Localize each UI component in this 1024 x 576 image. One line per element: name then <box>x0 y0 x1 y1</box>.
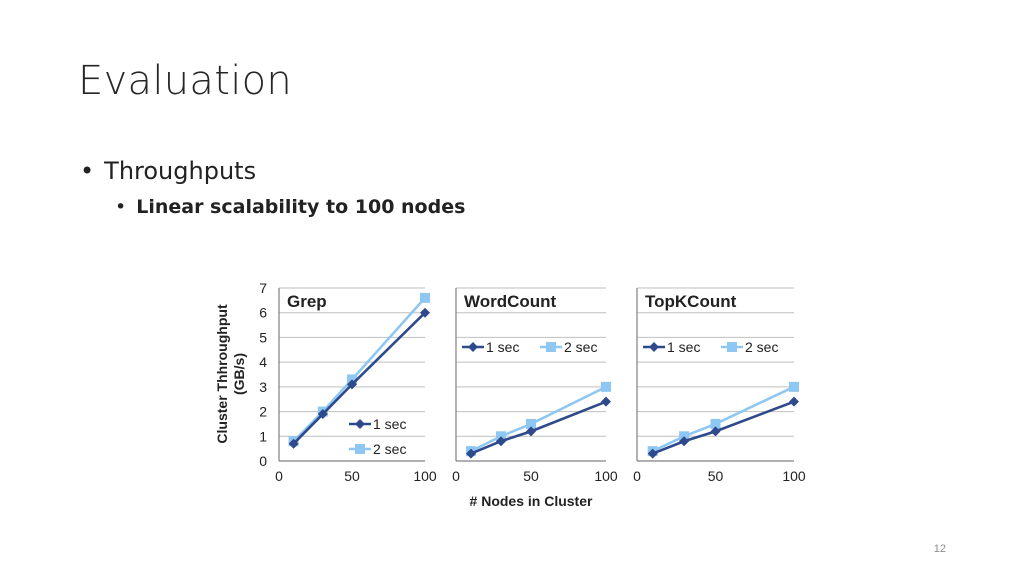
panel-title: WordCount <box>464 292 557 311</box>
slide-number: 12 <box>933 543 946 555</box>
data-point-square <box>710 418 721 429</box>
x-tick-label: 100 <box>782 468 806 484</box>
x-tick-label: 50 <box>523 468 539 484</box>
y-axis-label-line2: (GB/s) <box>231 353 247 395</box>
data-point-diamond <box>710 426 721 437</box>
y-tick-label: 1 <box>259 428 267 444</box>
panel-title: TopKCount <box>645 292 737 311</box>
data-point-diamond <box>466 448 476 459</box>
data-point-diamond <box>526 426 536 437</box>
data-point-square <box>789 381 799 392</box>
throughput-figure: Cluster Thhroughput(GB/s) 0 1 2 3 4 5 6 7 0 50 100 G… <box>205 272 825 522</box>
y-axis-label-line1: Cluster Thhroughput <box>214 304 230 444</box>
x-tick-label: 0 <box>452 468 460 484</box>
y-axis-label: Cluster Thhroughput(GB/s) <box>214 304 247 444</box>
y-tick-label: 4 <box>259 354 267 370</box>
legend-marker-diamond <box>649 342 659 352</box>
x-tick-label: 50 <box>708 468 724 484</box>
x-tick-label: 100 <box>413 468 437 484</box>
series-line-1sec <box>292 311 426 445</box>
legend-marker-diamond <box>355 419 365 429</box>
data-point-diamond <box>601 396 611 407</box>
data-point-diamond <box>288 438 299 449</box>
legend-label: 1 sec <box>486 339 519 355</box>
legend-label: 2 sec <box>373 441 406 457</box>
x-tick-label: 100 <box>594 468 618 484</box>
legend-label: 1 sec <box>373 416 406 432</box>
legend-label: 2 sec <box>745 339 778 355</box>
series-line-2sec <box>652 385 795 453</box>
data-point-square <box>420 292 430 303</box>
y-tick-label: 7 <box>259 280 267 296</box>
data-point-square <box>601 381 611 392</box>
y-tick-label: 3 <box>259 379 267 395</box>
bullet-linear-scalability: • Linear scalability to 100 nodes <box>115 196 465 218</box>
x-axis-label: # Nodes in Cluster <box>470 493 593 509</box>
y-tick-label: 2 <box>259 404 267 420</box>
y-tick-label: 6 <box>259 305 267 321</box>
legend-marker-square <box>546 342 556 352</box>
panel-title: Grep <box>287 292 327 311</box>
data-point-diamond <box>679 436 690 447</box>
x-tick-label: 50 <box>344 468 360 484</box>
legend-marker-square <box>355 444 365 454</box>
data-point-square <box>526 418 536 429</box>
x-tick-label: 0 <box>633 468 641 484</box>
data-point-diamond <box>496 436 506 447</box>
data-point-diamond <box>647 448 658 459</box>
y-tick-label: 0 <box>259 453 267 469</box>
slide-title: Evaluation <box>78 58 293 104</box>
legend-marker-diamond <box>468 342 478 352</box>
series-line-2sec <box>292 297 426 443</box>
series-line-1sec <box>652 400 795 455</box>
bullet-text: Throughputs <box>104 157 257 185</box>
series-line-2sec <box>470 385 607 453</box>
series-line-1sec <box>470 400 607 455</box>
data-point-diamond <box>420 307 430 318</box>
bullet-throughputs: • Throughputs <box>80 157 256 185</box>
bullet-text: Linear scalability to 100 nodes <box>136 196 466 218</box>
bullet-marker: • <box>115 196 127 218</box>
legend-label: 2 sec <box>564 339 597 355</box>
x-tick-label: 0 <box>275 468 283 484</box>
data-point-diamond <box>789 396 799 407</box>
throughput-charts-svg: Cluster Thhroughput(GB/s) 0 1 2 3 4 5 6 7 0 50 100 G… <box>214 280 806 509</box>
legend-marker-square <box>727 342 737 352</box>
y-tick-label: 5 <box>259 329 267 345</box>
bullet-marker: • <box>80 157 95 185</box>
data-point-diamond <box>347 379 357 390</box>
data-point-diamond <box>317 409 328 420</box>
legend-label: 1 sec <box>667 339 700 355</box>
